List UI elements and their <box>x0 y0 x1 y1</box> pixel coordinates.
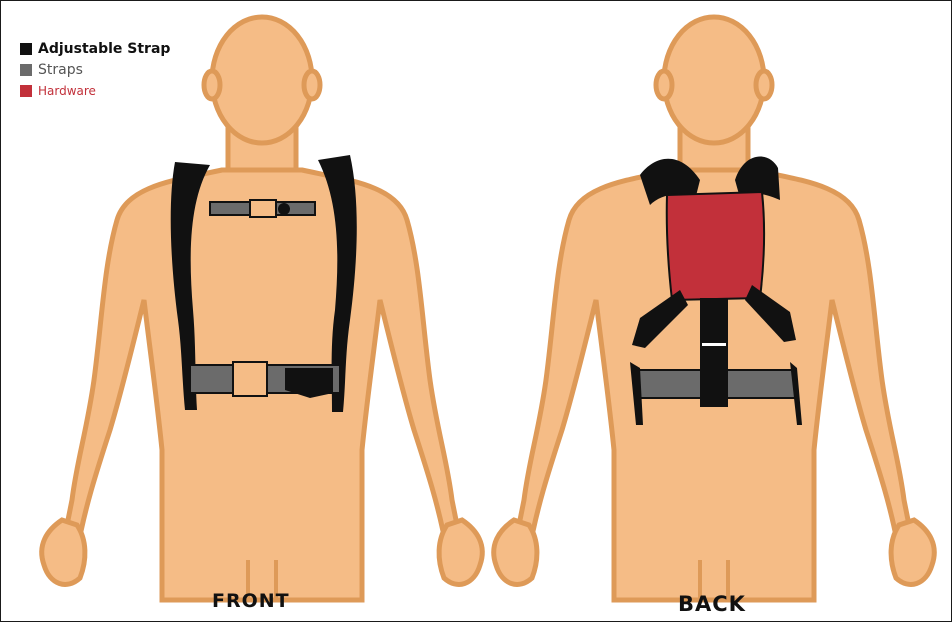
legend-label: Hardware <box>38 84 96 98</box>
front-waist-buckle <box>233 362 267 396</box>
legend-label: Straps <box>38 62 83 78</box>
front-caption: FRONT <box>212 590 290 612</box>
legend-item-adjustable-strap: Adjustable Strap <box>20 38 170 59</box>
legend-item-straps: Straps <box>20 59 170 80</box>
legend: Adjustable Strap Straps Hardware <box>20 38 170 101</box>
legend-label: Adjustable Strap <box>38 41 170 57</box>
legend-swatch-grey <box>20 64 32 76</box>
legend-swatch-red <box>20 85 32 97</box>
back-figure <box>494 17 935 600</box>
front-figure <box>42 17 483 600</box>
legend-swatch-black <box>20 43 32 55</box>
front-chest-buckle <box>250 200 276 217</box>
back-caption: BACK <box>678 592 746 616</box>
legend-item-hardware: Hardware <box>20 80 170 101</box>
back-hardware-panel <box>667 192 764 300</box>
